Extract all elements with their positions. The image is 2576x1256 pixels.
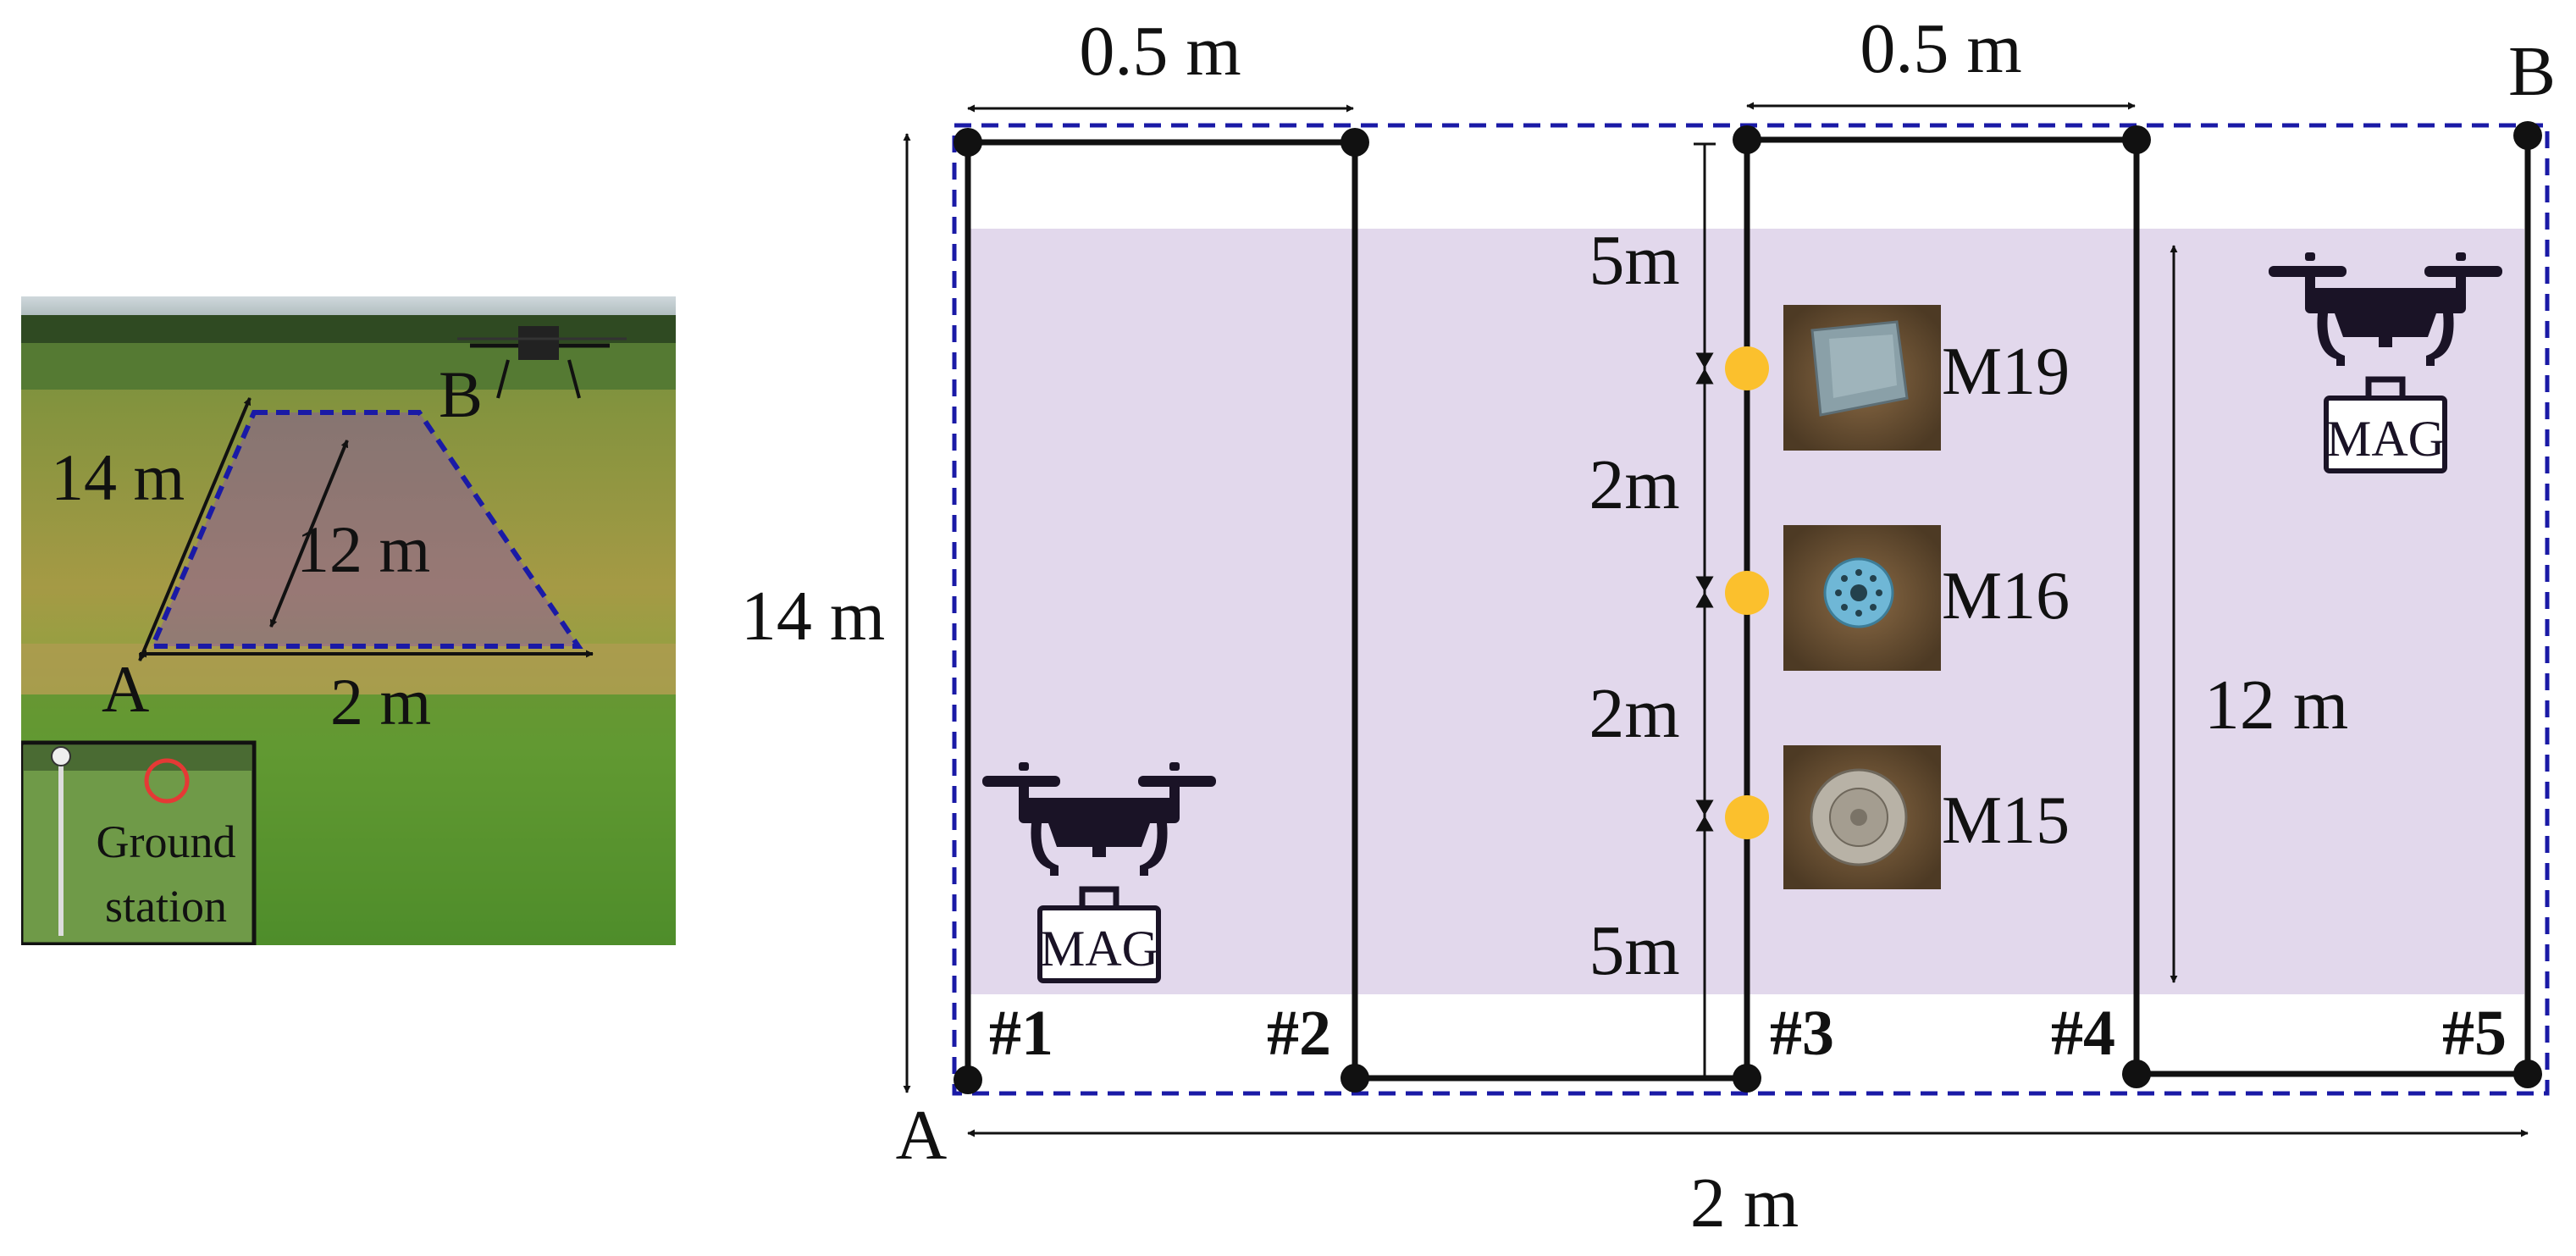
photo-width-label: 2 m (330, 665, 431, 739)
ground-station-marker-icon (144, 758, 190, 804)
dim-bottom-width-label: 2 m (1690, 1164, 1799, 1242)
plot-label-5: #5 (2442, 998, 2507, 1069)
ground-station-inset: Ground station (21, 740, 257, 945)
field-photo: B 14 m 12 m A 2 m Ground station (21, 296, 676, 945)
plot-label-4: #4 (2051, 998, 2115, 1069)
photo-inner-length-label: 12 m (296, 512, 430, 586)
schematic: 0.5 m 0.5 m 14 m 12 m 2 m A B 5m 2m 2m (741, 9, 2556, 1242)
drone-mag-icon: MAG (982, 762, 1216, 983)
mag-payload-box (2324, 396, 2447, 473)
photo-label-b: B (439, 357, 483, 431)
endpoint (2122, 1060, 2151, 1088)
inset-label-station: station (105, 881, 227, 932)
endpoint (2513, 121, 2542, 150)
inset-label-ground: Ground (97, 816, 236, 867)
photo-label-a: A (102, 652, 149, 726)
mine-marker-m16 (1725, 571, 1769, 615)
mine-photo-m19 (1783, 305, 1941, 451)
spacing-label-1: 5m (1589, 221, 1679, 300)
mine-marker-m15 (1725, 795, 1769, 839)
mag-payload-box (1037, 905, 1161, 983)
photo-length-label: 14 m (51, 440, 185, 514)
plot-label-1: #1 (989, 998, 1053, 1069)
endpoint (954, 1065, 982, 1094)
spacing-label-4: 5m (1589, 911, 1679, 990)
photo-length-arrow (138, 397, 252, 661)
plot-label-3: #3 (1770, 998, 1834, 1069)
dim-top-left-label: 0.5 m (1079, 12, 1241, 91)
plot-label-2: #2 (1267, 998, 1331, 1069)
photo-drone-icon (457, 326, 627, 399)
mine-photo-m16 (1783, 525, 1941, 671)
mine-label-m16: M16 (1942, 559, 2070, 634)
mine-label-m19: M19 (1942, 335, 2070, 409)
drone-mag-icon: MAG (2269, 252, 2502, 473)
photo-inner-length-arrow (269, 440, 349, 628)
mag-payload-label: MAG (2326, 411, 2445, 467)
endpoint (2513, 1060, 2542, 1088)
photo-survey-area (152, 412, 578, 646)
spacing-label-3: 2m (1589, 674, 1679, 753)
site-boundary (952, 123, 2550, 1096)
mag-payload-label: MAG (1040, 921, 1158, 977)
spacing-label-2: 2m (1589, 445, 1679, 524)
dim-total-length-label: 14 m (741, 577, 885, 656)
mine-marker-m19 (1725, 346, 1769, 390)
endpoint (1341, 1064, 1369, 1093)
endpoint (954, 128, 982, 157)
endpoint (2122, 125, 2151, 154)
mine-photo-m15 (1783, 745, 1941, 889)
endpoint (1733, 125, 1761, 154)
dim-survey-length-label: 12 m (2204, 666, 2348, 744)
mine-label-m15: M15 (1942, 783, 2070, 858)
corner-a-label: A (896, 1096, 948, 1175)
endpoint (1341, 128, 1369, 157)
endpoint (1733, 1064, 1761, 1093)
dim-top-right-label: 0.5 m (1860, 9, 2021, 88)
corner-b-label: B (2508, 32, 2556, 111)
